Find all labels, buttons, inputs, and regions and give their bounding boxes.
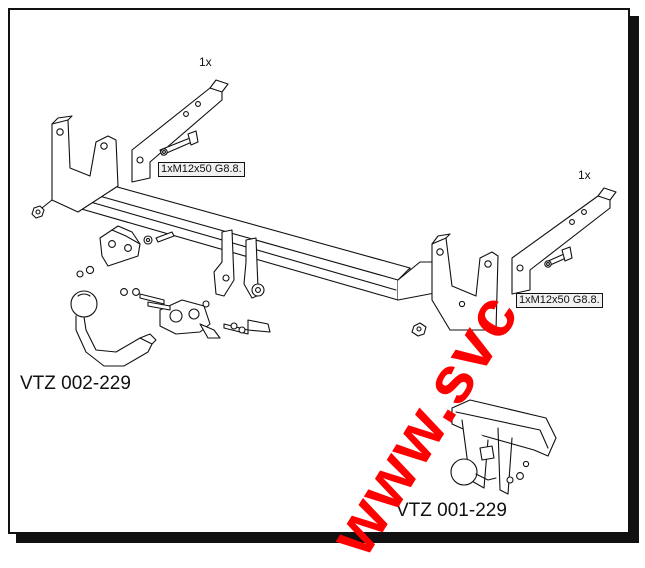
fixed-variant-assembly <box>450 399 557 495</box>
model-label-fixed: VTZ 001-229 <box>396 500 507 521</box>
bracket-washers <box>76 231 175 278</box>
socket-bolts <box>120 288 271 335</box>
right-bolt <box>544 246 573 268</box>
center-tabs <box>213 229 265 299</box>
bolt-spec-label-left: 1xM12x50 G8.8. <box>158 162 245 177</box>
quantity-label-right: 1x <box>578 168 591 182</box>
quantity-label-left: 1x <box>199 55 212 69</box>
tow-ball <box>70 290 157 367</box>
ball-mount-bracket <box>99 225 141 267</box>
crossbar-beam <box>77 179 441 301</box>
right-side-plate <box>431 233 499 331</box>
right-nut <box>411 322 427 337</box>
left-bolt <box>159 130 199 156</box>
bolt-spec-label-right: 1xM12x50 G8.8. <box>516 293 603 308</box>
model-label-detachable: VTZ 002-229 <box>20 373 131 394</box>
left-side-plate <box>41 115 119 213</box>
right-upper-bracket <box>511 187 617 295</box>
frame-shadow-bottom <box>16 534 639 543</box>
towbar-assembly-drawing <box>31 79 617 495</box>
left-nut <box>31 205 45 219</box>
left-upper-bracket <box>131 79 229 183</box>
socket-block <box>159 299 221 339</box>
frame-shadow-right <box>630 16 639 543</box>
